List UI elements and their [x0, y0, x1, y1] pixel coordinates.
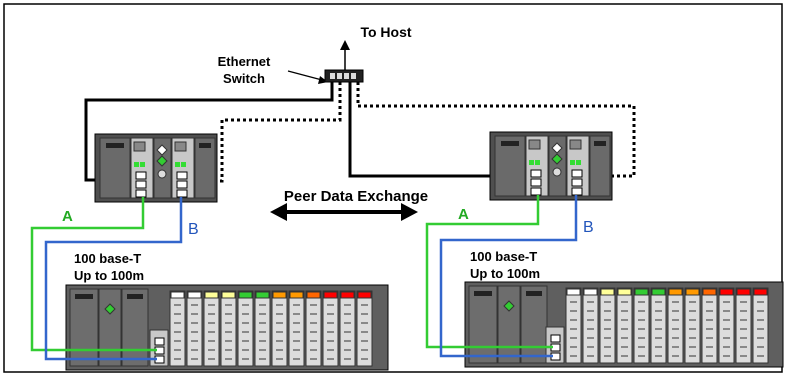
right-media-label-line1: 100 base-T [470, 249, 537, 264]
ethernet-switch [324, 69, 364, 83]
io-module-tab [357, 291, 372, 299]
io-module-tab [170, 291, 185, 299]
io-module [322, 290, 339, 367]
io-module-tab [634, 288, 649, 296]
peer-data-exchange-label: Peer Data Exchange [284, 188, 428, 205]
left-media-label-line2: Up to 100m [74, 268, 144, 283]
io-module-tab [566, 288, 581, 296]
ethernet-switch-label-line2: Switch [223, 71, 265, 86]
io-module-tab [289, 291, 304, 299]
io-module [735, 287, 752, 364]
left-link-a-label: A [62, 208, 73, 225]
left-link-b-label: B [188, 221, 199, 238]
io-module [718, 287, 735, 364]
io-module [752, 287, 769, 364]
io-module-tab [187, 291, 202, 299]
io-module [616, 287, 633, 364]
left-link-b-cable [44, 197, 183, 361]
right-link-b-label: B [583, 219, 594, 236]
io-module-tab [685, 288, 700, 296]
io-module-tab [736, 288, 751, 296]
io-module-tab [668, 288, 683, 296]
redundant-links [30, 195, 578, 361]
io-module-tab [651, 288, 666, 296]
io-module-tab [719, 288, 734, 296]
io-module-tab [600, 288, 615, 296]
controller-left [94, 133, 218, 203]
left-media-label-line1: 100 base-T [74, 251, 141, 266]
io-module [203, 290, 220, 367]
ethernet-switch-label-line1: Ethernet [218, 54, 271, 69]
right-media-label-line2: Up to 100m [470, 266, 540, 281]
io-module-tab [702, 288, 717, 296]
io-module [667, 287, 684, 364]
io-module-tab [583, 288, 598, 296]
io-module-tab [323, 291, 338, 299]
io-rack-right [464, 281, 784, 368]
io-module-tab [753, 288, 768, 296]
io-module-tab [255, 291, 270, 299]
io-module [599, 287, 616, 364]
to-host-label: To Host [360, 24, 411, 40]
io-module [633, 287, 650, 364]
io-module [339, 290, 356, 367]
left-link-a-cable [30, 197, 157, 352]
io-module [254, 290, 271, 367]
io-module-tab [204, 291, 219, 299]
right-link-a-label: A [458, 206, 469, 223]
io-module [356, 290, 373, 367]
io-module [582, 287, 599, 364]
right-link-b-cable [439, 195, 578, 358]
io-module [701, 287, 718, 364]
io-module [565, 287, 582, 364]
io-module [220, 290, 237, 367]
cable-right-primary [348, 82, 530, 178]
io-module-tab [272, 291, 287, 299]
io-module [169, 290, 186, 367]
io-module [684, 287, 701, 364]
io-module [288, 290, 305, 367]
io-module [186, 290, 203, 367]
host-arrow-icon [340, 40, 350, 50]
right-link-a-cable [425, 195, 553, 349]
io-module [237, 290, 254, 367]
cable-right-secondary [356, 82, 636, 178]
peer-arrow-right-icon [401, 203, 418, 221]
io-module-tab [238, 291, 253, 299]
io-module [650, 287, 667, 364]
io-module-tab [306, 291, 321, 299]
switch-pointer-line [287, 70, 323, 81]
io-module-tab [340, 291, 355, 299]
io-module-tab [221, 291, 236, 299]
controller-right [489, 131, 613, 201]
peer-arrow-left-icon [270, 203, 287, 221]
io-module [305, 290, 322, 367]
io-rack-left [65, 284, 389, 371]
io-module-tab [617, 288, 632, 296]
io-module [271, 290, 288, 367]
